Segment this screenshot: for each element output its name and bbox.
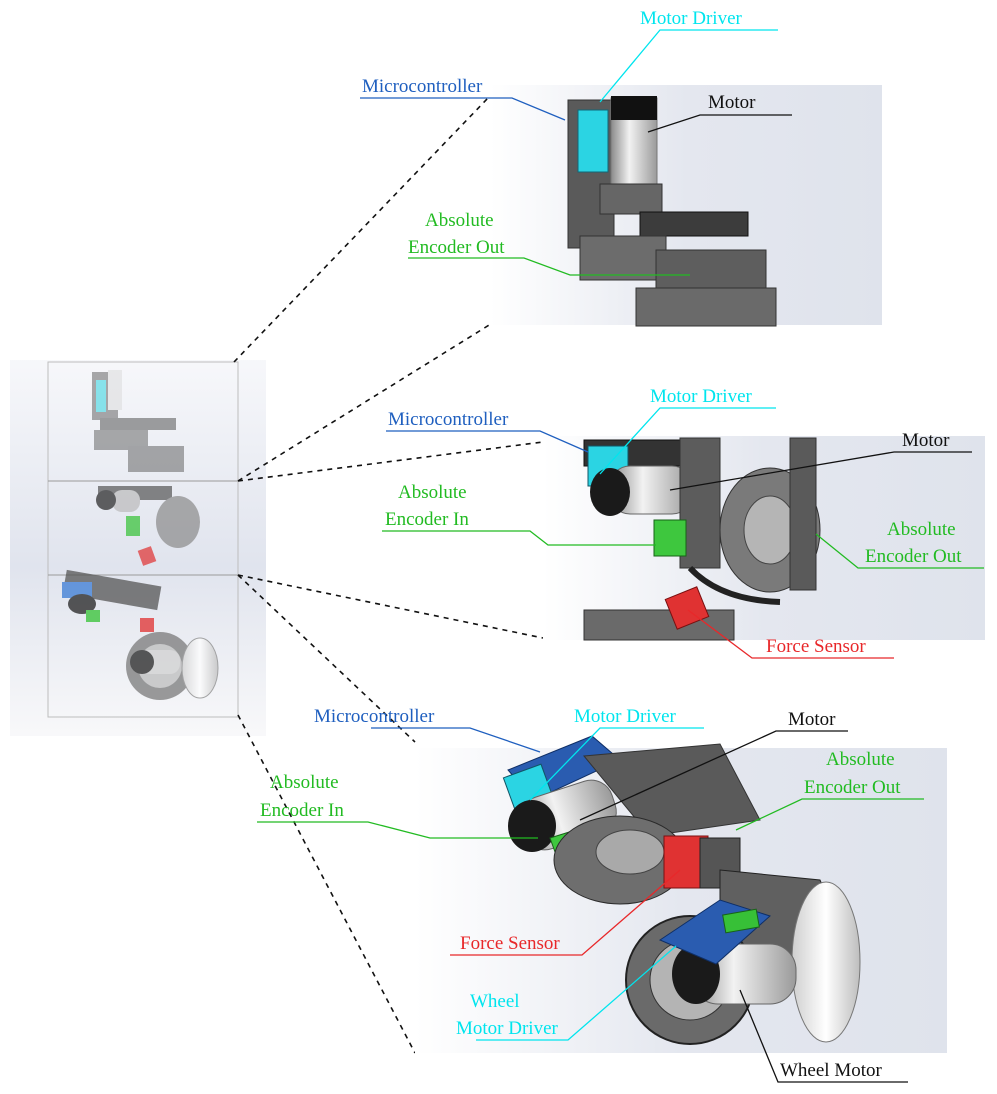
bottom-wheel-driver-leader	[476, 945, 677, 1041]
top-label-motor-driver: Motor Driver	[640, 8, 743, 29]
middle-right-plate	[789, 437, 817, 591]
bottom-microcontroller-leader	[371, 727, 541, 753]
bottom-label-force-sensor: Force Sensor	[460, 933, 560, 954]
overview-frame	[47, 361, 239, 718]
top-motor-cap	[611, 96, 657, 120]
bottom-label-wheel-motor-driver-line1: Wheel	[470, 991, 520, 1012]
top-label-abs-encoder-out-line1: Absolute	[425, 210, 494, 231]
projection-line-bottom-lower	[237, 714, 416, 1054]
top-lower-frame	[635, 287, 777, 327]
bottom-motor-driver-leader	[529, 727, 704, 801]
middle-label-motor-driver: Motor Driver	[650, 386, 753, 407]
bottom-label-microcontroller: Microcontroller	[314, 706, 435, 727]
middle-joint-inner	[743, 495, 797, 565]
middle-label-abs-encoder-out-line1: Absolute	[887, 519, 956, 540]
middle-label-abs-encoder-in-line2: Encoder In	[385, 509, 469, 530]
projection-line-middle-upper	[237, 441, 544, 482]
overview-top-module	[92, 370, 184, 472]
bottom-encoder-out-leader	[735, 798, 924, 831]
middle-label-abs-encoder-in-line1: Absolute	[398, 482, 467, 503]
bottom-label-abs-encoder-out-line1: Absolute	[826, 749, 895, 770]
top-label-abs-encoder-out-line2: Encoder Out	[408, 237, 505, 258]
projection-lines	[233, 97, 544, 1054]
middle-label-microcontroller: Microcontroller	[388, 409, 509, 430]
bottom-encoder-in-leader	[257, 821, 538, 839]
top-microcontroller-leader	[360, 97, 566, 121]
top-gear	[639, 211, 749, 237]
bottom-label-abs-encoder-out-line2: Encoder Out	[804, 777, 901, 798]
middle-annotations	[382, 407, 984, 659]
bottom-joint-inner	[595, 829, 665, 875]
projection-line-top-lower	[237, 321, 495, 482]
top-encoder-block	[655, 249, 767, 291]
overview-middle-module	[96, 486, 200, 566]
top-label-motor: Motor	[708, 92, 756, 113]
middle-label-motor: Motor	[902, 430, 950, 451]
bottom-bracket	[583, 743, 761, 837]
top-label-microcontroller: Microcontroller	[362, 76, 483, 97]
bottom-wheel-motor-leader	[739, 989, 908, 1083]
middle-encoder-in	[653, 519, 687, 557]
bottom-drive-wheel	[791, 881, 861, 1043]
projection-line-top-upper	[233, 97, 489, 363]
top-gearbox	[599, 183, 663, 215]
middle-gear-arc	[687, 565, 781, 605]
bottom-label-motor: Motor	[788, 709, 836, 730]
overview-bottom-module	[62, 569, 219, 700]
overview-assembly	[10, 360, 266, 736]
middle-motor-driver-leader	[599, 407, 776, 475]
top-motor-leader	[647, 114, 792, 133]
top-driver-board	[577, 109, 609, 173]
middle-lower-arm	[583, 609, 735, 641]
middle-motor-leader	[669, 451, 972, 491]
top-shaft-block	[579, 235, 667, 281]
bottom-wheel-driver-terminal	[722, 908, 760, 934]
middle-label-abs-encoder-out-line2: Encoder Out	[865, 546, 962, 567]
module-bottom-view	[415, 735, 947, 1053]
middle-bracket	[679, 437, 721, 569]
bottom-label-abs-encoder-in-line2: Encoder In	[260, 800, 344, 821]
projection-line-middle-lower	[237, 574, 544, 639]
top-encoder-out-leader	[408, 257, 690, 276]
bottom-label-wheel-motor: Wheel Motor	[780, 1060, 883, 1081]
middle-label-force-sensor: Force Sensor	[766, 636, 866, 657]
module-middle-view	[543, 436, 985, 641]
middle-microcontroller-leader	[386, 430, 589, 453]
bottom-force-sensor-leader	[450, 869, 681, 956]
bottom-label-motor-driver: Motor Driver	[574, 706, 677, 727]
bottom-motor-leader	[579, 730, 848, 821]
module-top-view	[490, 85, 882, 327]
middle-force-sensor	[664, 586, 710, 630]
middle-encoder-out-leader	[815, 533, 984, 569]
middle-force-sensor-leader	[687, 609, 894, 659]
bottom-motor-face	[508, 800, 556, 852]
top-annotations	[360, 29, 792, 276]
projection-line-bottom-upper	[237, 574, 416, 743]
bottom-annotations	[257, 727, 924, 1083]
bottom-label-wheel-motor-driver-line2: Motor Driver	[456, 1018, 559, 1039]
middle-motor-face	[590, 468, 630, 516]
middle-encoder-in-leader	[382, 530, 656, 546]
bottom-label-abs-encoder-in-line1: Absolute	[270, 772, 339, 793]
top-motor-driver-leader	[599, 29, 778, 103]
